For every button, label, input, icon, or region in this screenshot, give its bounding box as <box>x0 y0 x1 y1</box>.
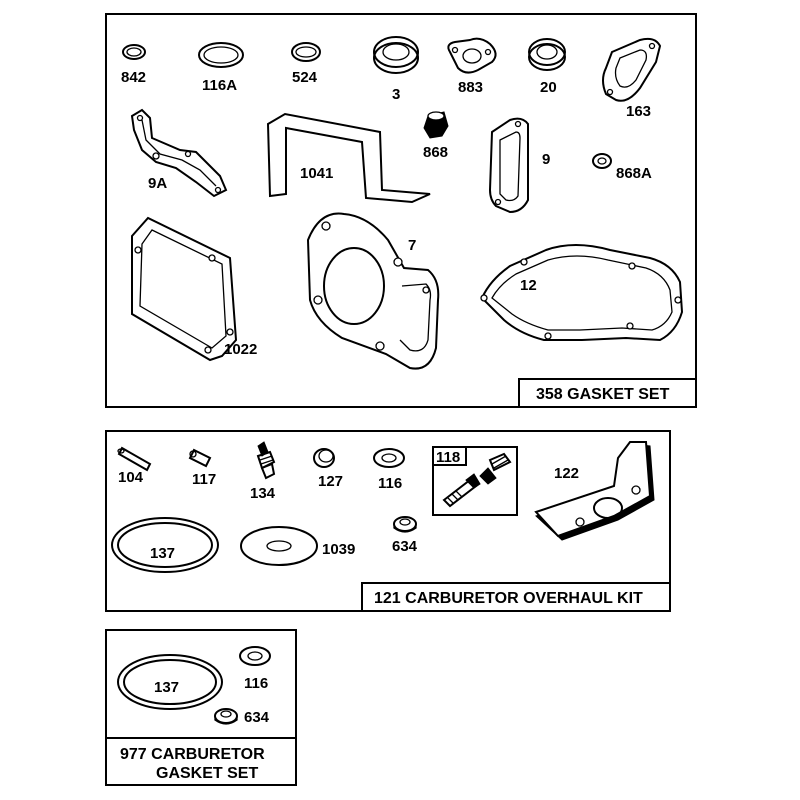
part-1041-strip <box>266 112 431 204</box>
part-842-ring <box>122 44 146 60</box>
part-9a-gasket <box>130 108 228 198</box>
part-1039-diaphragm <box>240 526 318 566</box>
label-634: 634 <box>392 538 418 555</box>
label-524: 524 <box>292 69 318 86</box>
label-122: 122 <box>554 465 579 482</box>
label-3: 3 <box>392 86 400 103</box>
label-116a: 116A <box>202 77 237 94</box>
label-12: 12 <box>520 277 537 294</box>
part-7-head-gasket <box>306 212 440 370</box>
part-634-washer-small-set <box>214 708 238 725</box>
label-116-small-set: 116 <box>244 675 268 692</box>
part-116-washer-small-set <box>239 646 271 666</box>
label-20: 20 <box>540 79 557 96</box>
part-524-ring <box>291 42 321 62</box>
label-127: 127 <box>318 473 343 490</box>
label-883: 883 <box>458 79 483 96</box>
part-116-washer <box>373 448 405 468</box>
part-1022-gasket <box>131 216 238 362</box>
part-137-ring <box>111 517 219 573</box>
label-7: 7 <box>408 237 416 254</box>
label-134: 134 <box>250 485 276 502</box>
part-163-gasket <box>602 37 662 102</box>
part-634-washer <box>393 516 417 533</box>
overhaul-kit-panel: 121 CARBURETOR OVERHAUL KIT 104 117 134 … <box>105 430 671 612</box>
carb-gasket-set-title-line2: GASKET SET <box>156 765 258 782</box>
label-116: 116 <box>378 475 402 492</box>
label-1041: 1041 <box>300 165 333 182</box>
label-117: 117 <box>192 471 216 488</box>
part-20-oil-seal <box>528 38 566 71</box>
label-868a: 868A <box>616 165 652 182</box>
overhaul-kit-title: 121 CARBURETOR OVERHAUL KIT <box>374 590 643 607</box>
part-9-gasket <box>488 117 529 214</box>
label-104: 104 <box>118 469 144 486</box>
part-117-pin <box>188 448 212 468</box>
part-868-plug <box>423 111 449 139</box>
label-9: 9 <box>542 151 550 168</box>
label-1039: 1039 <box>322 541 355 558</box>
part-137-ring-small-set <box>117 654 223 710</box>
part-134-needle <box>256 441 276 480</box>
part-3-oil-seal <box>373 36 419 74</box>
part-104-pin <box>117 446 152 472</box>
carb-gasket-set-title-line1: 977 CARBURETOR <box>120 746 265 763</box>
carb-gasket-set-panel: 977 CARBURETOR GASKET SET 137 116 634 <box>105 629 297 786</box>
part-883-gasket <box>447 37 497 74</box>
part-116a-ring <box>198 42 244 68</box>
label-842: 842 <box>121 69 146 86</box>
label-9a: 9A <box>148 175 167 192</box>
label-868: 868 <box>423 144 448 161</box>
label-1022: 1022 <box>224 341 257 358</box>
part-127-plug <box>313 448 335 468</box>
part-868a-washer <box>592 153 612 169</box>
part-122-spacer <box>534 441 655 541</box>
label-137-small-set: 137 <box>154 679 179 696</box>
part-118-needle-spring <box>432 446 518 516</box>
overhaul-kit-title-box <box>361 582 671 612</box>
gasket-set-title: 358 GASKET SET <box>536 386 670 403</box>
label-137: 137 <box>150 545 175 562</box>
gasket-set-title-box <box>518 378 697 408</box>
gasket-set-panel: 358 GASKET SET 842 116A 524 3 <box>105 13 697 408</box>
label-634-small-set: 634 <box>244 709 270 726</box>
label-118: 118 <box>436 449 460 466</box>
part-12-crankcase-gasket <box>480 244 684 342</box>
label-163: 163 <box>626 103 651 120</box>
